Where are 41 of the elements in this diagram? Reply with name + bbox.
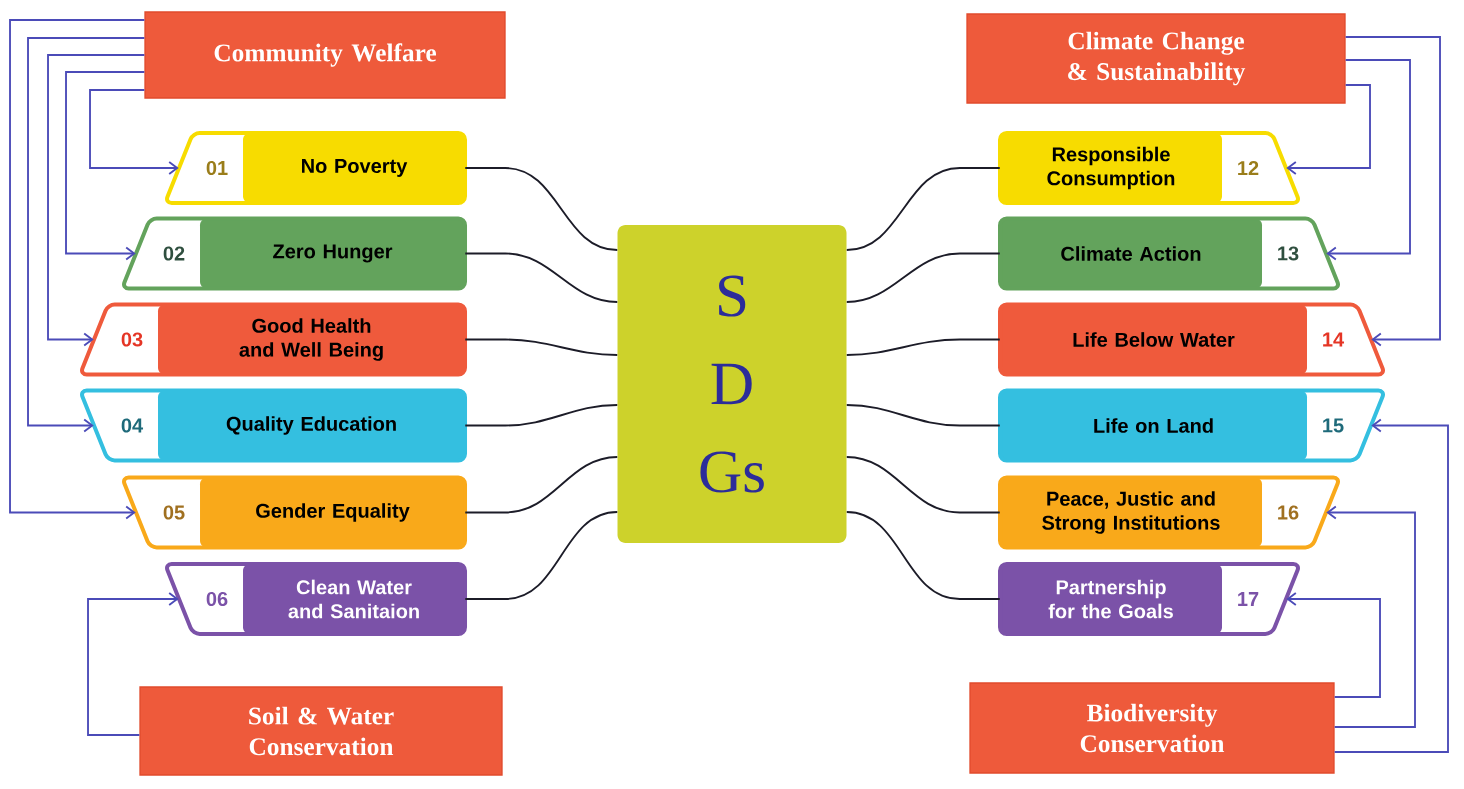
goal-card: Life on Land 15	[998, 388, 1385, 463]
arrow	[89, 89, 179, 175]
connector-line	[845, 167, 1001, 251]
goal-card: Responsible Consumption 12	[998, 131, 1300, 205]
arrow	[1333, 418, 1449, 753]
category-box: Community Welfare	[144, 11, 506, 99]
arrow	[9, 19, 146, 520]
connector-line	[845, 511, 1001, 600]
arrow	[1326, 505, 1416, 728]
connector-line	[464, 511, 619, 600]
goal-card: 06 Clean Water and Sanitaion	[165, 562, 467, 636]
goal-card: Climate Action 13	[998, 216, 1340, 291]
arrow	[27, 37, 146, 433]
category-box: Soil & Water Conservation	[139, 686, 503, 776]
arrow	[87, 592, 179, 736]
connector-line	[464, 456, 619, 514]
category-box: Climate Change & Sustainability	[966, 13, 1346, 104]
connector-line	[845, 404, 1001, 427]
connector-line	[845, 338, 1001, 356]
arrow	[65, 71, 146, 261]
connector-line	[464, 338, 619, 356]
arrow	[1344, 36, 1441, 347]
arrow	[1286, 592, 1381, 698]
goal-card: 05 Gender Equality	[122, 475, 467, 550]
connector-line	[845, 456, 1001, 514]
arrow	[1326, 59, 1411, 261]
goal-card: Life Below Water 14	[998, 302, 1385, 377]
connector-line	[845, 252, 1001, 303]
connector-line	[464, 404, 619, 427]
connector-line	[464, 167, 619, 251]
center-box: S D Gs	[617, 225, 847, 543]
goal-card: 04 Quality Education	[80, 388, 467, 463]
goal-card: Partnership for the Goals 17	[998, 562, 1300, 636]
goal-card: Peace, Justic and Strong Institutions 16	[998, 475, 1340, 550]
arrow	[1286, 84, 1371, 175]
goal-card: 02 Zero Hunger	[122, 216, 467, 291]
category-box: Biodiversity Conservation	[969, 682, 1335, 774]
arrow	[47, 54, 146, 347]
connector-line	[464, 252, 619, 303]
goal-card: 03 Good Health and Well Being	[80, 302, 467, 377]
goal-card: 01 No Poverty	[165, 131, 467, 205]
